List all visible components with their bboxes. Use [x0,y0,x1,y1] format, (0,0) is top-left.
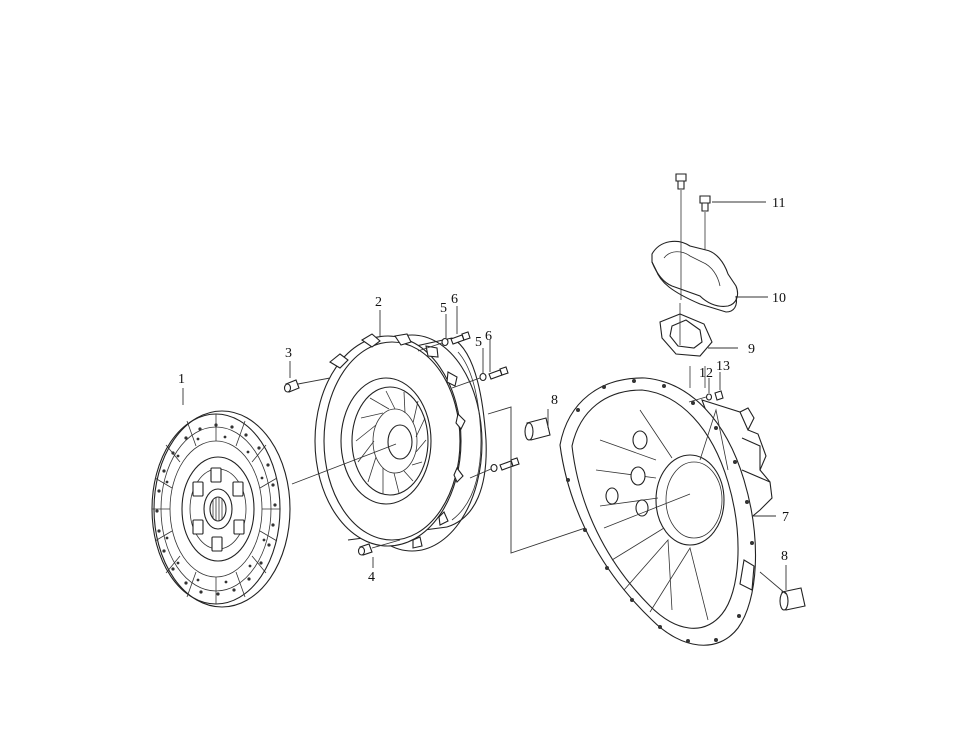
callout-2: 2 [375,295,382,310]
callout-8-lower: 8 [781,549,788,564]
callout-5-lower: 5 [475,335,482,350]
callout-3: 3 [285,346,292,361]
dowel-pin-3 [283,377,331,393]
bush-8-upper [524,409,551,441]
pressure-plate-assembly [291,333,487,552]
bush-8-lower [759,571,806,611]
callout-9: 9 [748,342,755,357]
callout-13: 13 [716,359,730,374]
callout-1: 1 [178,372,185,387]
callout-8-upper: 8 [551,393,558,408]
callout-6-lower: 6 [485,329,492,344]
callout-4: 4 [368,570,375,585]
bolt-11-right [699,195,766,212]
bolt-lower [469,457,520,479]
bolt-12-13 [688,390,724,403]
bolt-washer-upper [417,331,471,352]
bolt-washer-middle [451,366,509,389]
dowel-pin-4 [357,539,401,556]
callout-12: 12 [699,366,713,381]
bolt-11-left [675,173,687,190]
cover-plate-10 [651,240,768,313]
clutch-disc [151,410,291,608]
gasket-9 [659,313,738,357]
callout-6-upper: 6 [451,292,458,307]
callout-11: 11 [772,196,785,211]
callout-7: 7 [782,510,789,525]
callout-10: 10 [772,291,786,306]
clutch-housing [559,377,773,646]
callout-5-upper: 5 [440,301,447,316]
